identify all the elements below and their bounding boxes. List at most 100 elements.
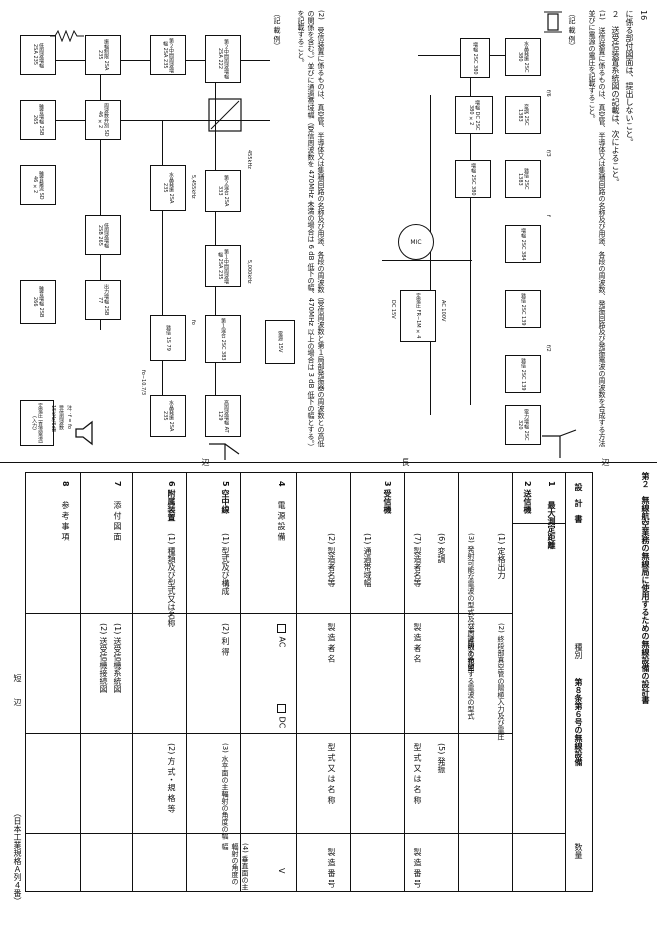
tx-freq-label-f6: f/6 (545, 90, 551, 97)
rx-block-mixer-1: 第１混合 2SC 383 (205, 315, 241, 363)
rx-block-power: 電源 15V (265, 320, 295, 364)
row-4-ac: AC (276, 623, 287, 647)
design-form-section: 第２ 無線航空業務の無線局に使用するための無線設備の設計書 設 計 書 種別 第… (0, 458, 657, 926)
rx-block-xtal-osc-1: 水晶発振 2SA 235 (150, 395, 186, 437)
side-label-mid: 長 (401, 458, 410, 466)
row-2-7-mfr: 製 造 者 名 (413, 623, 422, 663)
row-2-7-model: 型 式 又 は 名 称 (413, 743, 422, 804)
row-2-7-label: (7) 製造者名等 (413, 533, 422, 587)
tx-label-ac100v: AC 100V (440, 300, 446, 322)
tx-antenna-icon (542, 429, 577, 458)
row-4-num: 4 (277, 481, 286, 487)
tx-block-multiplier-4: 逓倍 2SC 139 (505, 355, 541, 393)
rx-block-mixer-2: 第２混合 2SA 333 (205, 170, 241, 212)
rx-block-rf-amp: 高周波増幅 AT 129 (205, 395, 241, 437)
row-4-dc: DC (276, 703, 287, 728)
rx-block-regulator: 定電圧 (直流電流) (入力) (20, 400, 54, 446)
tx-freq-label-f: f (545, 215, 551, 217)
rx-block-if2-amp-b: 第２中間周波増幅 2SA 235 (150, 35, 186, 75)
tx-label-dc15v: DC 15V (390, 300, 396, 319)
row-5-num: 5 空中線 (221, 481, 230, 514)
row-8-label: 参 考 事 項 (61, 501, 70, 541)
tx-crystal-icon (544, 11, 562, 33)
row-5-3-label: (3) 水平面の主輻射の角度の幅 (221, 743, 229, 840)
item-2-1-text: (1) 送信装置に係るものは、真空管、半導体又は集積回路の名称及び用途、各段の周… (588, 10, 606, 447)
rx-block-xtal-osc-2: 水晶発振 2SA 235 (150, 165, 186, 211)
rx-block-if2-amp-a: 第２中間周波増幅 2SA 222 (205, 35, 241, 83)
rx-filter-symbol (208, 98, 242, 132)
rx-block-if1-amp: 第１中間周波増幅 2SA 235 (205, 245, 241, 287)
row-4-label: 電 源 設 備 (277, 501, 286, 541)
row-3-2-mfr: 製 造 者 名 (327, 623, 336, 663)
page-number: 16 (639, 10, 648, 21)
row-7-item-1: (1) 送受信機系統図 (113, 623, 122, 693)
row-8-num: 8 (61, 481, 70, 487)
tx-block-multiplier-3: 逓倍 2SC 139 (505, 290, 541, 328)
row-7-num: 7 (113, 481, 122, 487)
item-2-heading: ２ 送受信装置系統図の記載は、次によること。 (611, 10, 620, 186)
rx-block-noise-amp-b: 雑音増幅 2SB 266 (20, 280, 56, 324)
row-5-1-label: (1) 型式及び構成 (221, 533, 230, 595)
tx-block-multiplier-2: 逓倍 2SC 1383 (505, 160, 541, 198)
rx-label-5455khz: 5,455kHz (190, 175, 196, 199)
row-4-v: V (277, 868, 286, 874)
speaker-icon (75, 420, 93, 446)
rx-block-discriminator: 周波数弁別 SD 46 ×2 (85, 100, 121, 140)
tx-freq-label-f2: f/2 (545, 345, 551, 352)
row-1-label: 最大測定距離 (547, 501, 556, 549)
row-3-1-label: (1) 通過帯域幅 (363, 533, 372, 587)
row-2-3-label: (3) 発射可能な電波の型式及び周波数の範囲 (467, 533, 475, 672)
form-type-label: 種別 (574, 643, 583, 659)
row-3-2-model: 型 式 又 は 名 称 (327, 743, 336, 804)
rx-block-af-amp-a: 低周波増幅 2SA 235 (20, 35, 56, 75)
ac-checkbox[interactable] (277, 624, 286, 633)
rx-block-limiter: 振幅制限 2SA 235 (85, 35, 121, 75)
rx-antenna-icon (209, 443, 240, 460)
side-label-top: 辺 (601, 458, 610, 466)
row-6-2-label: (2) 方 式・規 格 等 (167, 743, 176, 813)
design-form-table: 設 計 書 種別 第８条第６号の無線設備 数量 1 最大測定距離 2 送信機 (… (25, 472, 593, 892)
row-5-4-label: (4) 垂直面の主輻射の角度の幅 (221, 843, 249, 891)
row-3-num: 3 受信機 (383, 481, 392, 514)
tx-block-amp-dc: 増幅 DC 2SC 380 ×2 (455, 96, 493, 134)
tx-block-modulator: 増幅 2SC 380 (460, 38, 490, 78)
form-design-label: 設 計 書 (574, 483, 583, 523)
tx-block-xtal-osc: 水晶発振 2SC 380 (505, 38, 541, 76)
row-1-num: 1 (547, 481, 556, 487)
tx-block-multiplier-1: 変調 2SC 1383 (505, 96, 541, 134)
row-2-1-label: (1) 定格出力 (497, 533, 506, 579)
short-edge-label: 短 辺 (13, 674, 22, 706)
rx-label-fo: fo (190, 320, 196, 325)
rx-label-fo-calc: fo−10.7/3 (140, 370, 146, 396)
row-2-4-label: (4) 証明を希望する電波の型式 (467, 623, 475, 720)
rx-label-5000khz: 5,000kHz (246, 260, 252, 284)
item-2-2-text: (2) 受信装置に係るものは、真空管、半導体又は集積回路の名称及び用途、各段の周… (297, 10, 325, 447)
dc-checkbox[interactable] (277, 704, 286, 713)
tx-freq-label-f3: f/3 (545, 150, 551, 157)
intro-line: に係る部付図面は、提出しないこと。 (625, 10, 634, 146)
form-count-label: 数量 (574, 843, 583, 859)
row-6-num: 6 附属装置 (167, 481, 176, 522)
row-2-num: 2 送信機 (523, 481, 532, 514)
footer-note: （日本工業規格Ａ列４番） (13, 809, 22, 905)
row-5-2-label: (2) 利 得 (221, 623, 230, 656)
row-2-2-label: (2) 終段部真空管の陽極入力及び電圧 (497, 623, 505, 741)
row-7-label: 添 付 図 面 (113, 501, 122, 541)
row-2-7-serial: 製 造 番 号 (413, 848, 422, 888)
side-label-bottom: 辺 (201, 458, 210, 466)
tx-block-amp: 増幅 2SC 380 (455, 160, 491, 198)
rx-label-455khz: 455kHz (246, 150, 252, 169)
rx-block-noise-rect: 雑音整流 SD 46 ×2 (20, 165, 56, 205)
row-2-5-label: (5) 発振 (437, 743, 446, 773)
resistor-icon (50, 30, 84, 42)
form-type-value: 第８条第６号の無線設備 (574, 678, 583, 766)
microphone-symbol: MIC (398, 224, 434, 260)
tx-block-power-amp: 電力増幅 2SC 320 (505, 405, 541, 445)
rx-block-output-amp: 出力増幅 2SB 77 (85, 280, 121, 320)
rx-note-bw: 15kHz/6dB (50, 405, 56, 433)
example-label-2: （記 載 例） (273, 10, 281, 50)
example-label-1: （記 載 例） (568, 10, 576, 50)
upper-section: 16 に係る部付図面は、提出しないこと。 ２ 送受信装置系統図の記載は、次による… (0, 0, 657, 462)
tx-block-regulator: 定電圧 FR−1M ×4 (400, 290, 436, 342)
